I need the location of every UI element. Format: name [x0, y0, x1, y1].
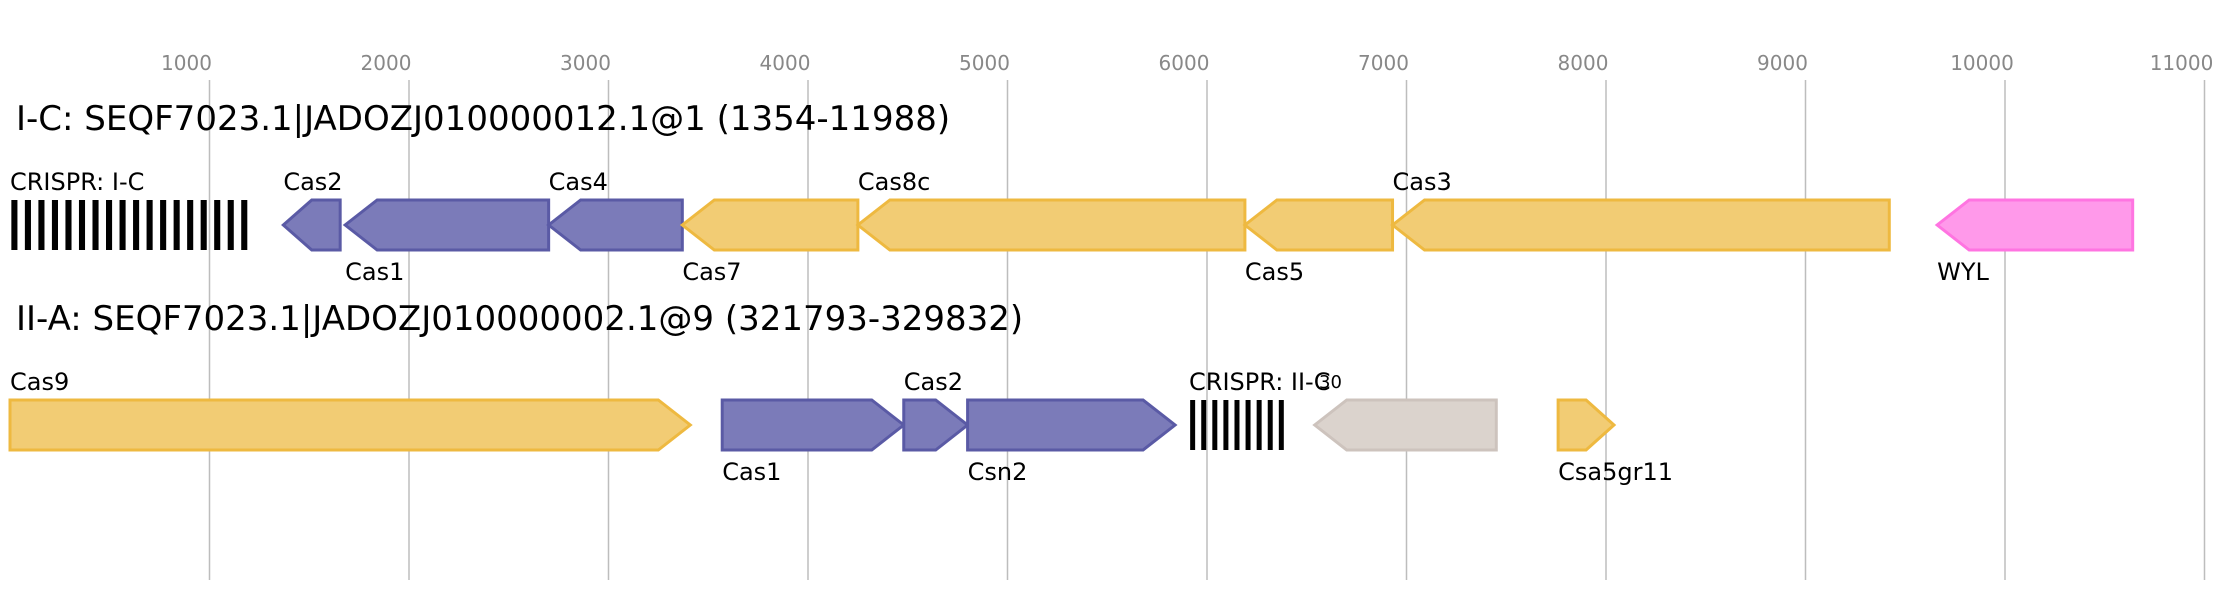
gene-label: Cas8c	[858, 168, 930, 196]
grid-lines	[208, 80, 2206, 580]
crispr-repeat	[1201, 400, 1207, 450]
tick-label: 7000	[1358, 51, 1409, 75]
tick-label: 1000	[161, 51, 212, 75]
gene-arrow-cas1	[720, 398, 907, 452]
axis-ticks: 1000 2000 3000 4000 5000 6000 7000 8000 9000 1000…	[161, 51, 2213, 75]
gene-arrow-cas5	[1242, 198, 1395, 252]
crispr-repeat	[38, 200, 45, 250]
gene-arrow-csa5gr11	[1556, 398, 1617, 452]
gene-label: Csa5gr11	[1558, 458, 1673, 486]
crispr-repeat	[119, 200, 126, 250]
crispr-repeat	[187, 200, 194, 250]
track-title: II-A: SEQF7023.1|JADOZJ010000002.1@9 (32…	[16, 299, 1023, 339]
crispr-repeat	[241, 200, 248, 250]
crispr-repeat	[1223, 400, 1229, 450]
gene-arrow-cas1	[342, 198, 551, 252]
crispr-label: CRISPR: II-C	[1189, 368, 1330, 396]
tick-label: 9000	[1757, 51, 1808, 75]
tick-label: 10000	[1950, 51, 2014, 75]
gene-arrow-cas2	[281, 198, 342, 252]
tick-label: 8000	[1558, 51, 1609, 75]
gene-arrow-cas8c	[855, 198, 1247, 252]
gene-label: Cas9	[10, 368, 69, 396]
crispr-repeat	[1267, 400, 1273, 450]
gene-arrow-cas7	[679, 198, 860, 252]
tick-label: 4000	[760, 51, 811, 75]
gene-arrow-cas3	[1390, 198, 1891, 252]
tick-label: 5000	[959, 51, 1010, 75]
gene-label: WYL	[1937, 258, 1989, 286]
gene-label: Cas1	[722, 458, 781, 486]
crispr-repeat	[146, 200, 153, 250]
tick-label: 11000	[2150, 51, 2214, 75]
crispr-array	[11, 200, 248, 250]
crispr-repeat	[1234, 400, 1240, 450]
gene-label: Cas4	[549, 168, 608, 196]
crispr-repeat	[106, 200, 113, 250]
track-1: I-C: SEQF7023.1|JADOZJ010000012.1@1 (135…	[10, 99, 2135, 286]
crispr-repeat	[1278, 400, 1284, 450]
track-2: II-A: SEQF7023.1|JADOZJ010000002.1@9 (32…	[8, 299, 1673, 486]
crispr-repeat	[160, 200, 167, 250]
crispr-repeat	[214, 200, 221, 250]
crispr-count: 30	[1319, 372, 1342, 393]
crispr-label: CRISPR: I-C	[10, 168, 144, 196]
gene-label: Cas2	[283, 168, 342, 196]
crispr-repeat	[200, 200, 207, 250]
crispr-repeat	[133, 200, 140, 250]
gene-arrow-cas9	[8, 398, 693, 452]
crispr-repeat	[173, 200, 180, 250]
crispr-repeat	[11, 200, 18, 250]
gene-label: Cas7	[682, 258, 741, 286]
tracks: I-C: SEQF7023.1|JADOZJ010000012.1@1 (135…	[8, 99, 2135, 486]
crispr-repeat	[1190, 400, 1196, 450]
gene-arrow-unnamed	[1312, 398, 1498, 452]
crispr-repeat	[65, 200, 72, 250]
tick-label: 6000	[1159, 51, 1210, 75]
crispr-repeat	[24, 200, 31, 250]
crispr-repeat	[1256, 400, 1262, 450]
crispr-array	[1190, 400, 1284, 450]
gene-arrow-cas2	[902, 398, 971, 452]
gene-label: Cas1	[345, 258, 404, 286]
tick-label: 3000	[560, 51, 611, 75]
gene-label: Cas2	[904, 368, 963, 396]
gene-arrow-cas4	[546, 198, 684, 252]
gene-label: Cas3	[1393, 168, 1452, 196]
tick-label: 2000	[361, 51, 412, 75]
gene-arrow-csn2	[966, 398, 1178, 452]
gene-label: Csn2	[968, 458, 1028, 486]
crispr-repeat	[1245, 400, 1251, 450]
crispr-repeat	[51, 200, 59, 250]
gene-arrow-wyl	[1934, 198, 2135, 252]
crispr-repeat	[78, 200, 86, 250]
crispr-repeat	[227, 200, 234, 250]
gene-label: Cas5	[1245, 258, 1304, 286]
crispr-repeat	[1212, 400, 1218, 450]
crispr-repeat	[92, 200, 99, 250]
track-title: I-C: SEQF7023.1|JADOZJ010000012.1@1 (135…	[16, 99, 950, 139]
